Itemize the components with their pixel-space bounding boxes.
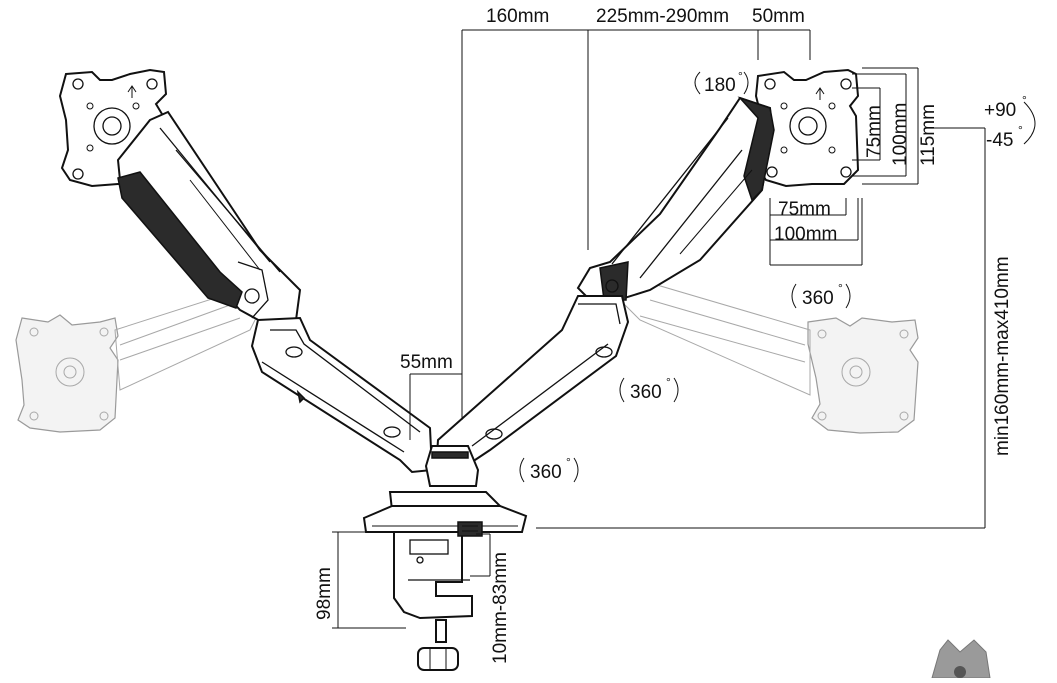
dim-clamp-thickness: 10mm-83mm [490,552,511,664]
ghost-right-monitor [619,279,919,434]
vesa-v115: 115mm [918,104,939,166]
rotation-arrows [519,71,1036,483]
dimension-lines [332,29,986,629]
left-lower-arm [250,316,434,474]
rotation-arrow-180 [694,71,749,95]
right-vesa-plate [754,68,860,188]
desk-clamp [393,521,483,671]
rot-plate-label: 180 [704,75,736,96]
tilt-down-label: -45 [986,130,1013,151]
rot-arm-base-deg: ° [566,455,571,469]
rot-arm-mid-deg: ° [666,375,671,389]
dim-arm-reach: 225mm-290mm [596,6,729,27]
rotation-arrow-360-mid [619,377,679,403]
left-upper-arm [116,110,302,324]
vesa-v100: 100mm [890,103,911,166]
rotation-arrow-360-swivel [791,283,851,309]
dim-clamp-height: 98mm [314,567,335,620]
rot-swivel-label: 360 [802,288,834,309]
vesa-h75: 75mm [778,199,831,220]
vesa-h100: 100mm [774,224,837,245]
product-thumbnail-partial [931,639,991,679]
rot-swivel-deg: ° [838,281,843,295]
tilt-up-deg: ° [1022,93,1027,107]
tilt-down-deg: ° [1018,123,1023,137]
rot-arm-mid-label: 360 [630,382,662,403]
rot-plate-deg: ° [738,69,743,83]
ghost-left-monitor [15,289,266,433]
rot-arm-base-label: 360 [530,462,562,483]
tilt-up-label: +90 [984,100,1016,121]
right-lower-arm [434,295,630,471]
dim-height-range: min160mm-max410mm [992,256,1013,456]
tilt-arrow [1023,101,1036,145]
dim-pole-offset: 160mm [486,6,549,27]
dim-plate-offset: 50mm [752,6,805,27]
center-pole [424,445,480,487]
dim-pole-gap: 55mm [400,352,453,373]
desk-base [362,491,528,533]
right-upper-arm [576,96,775,301]
rotation-arrow-360-base [519,457,579,483]
vesa-v75: 75mm [864,105,885,158]
